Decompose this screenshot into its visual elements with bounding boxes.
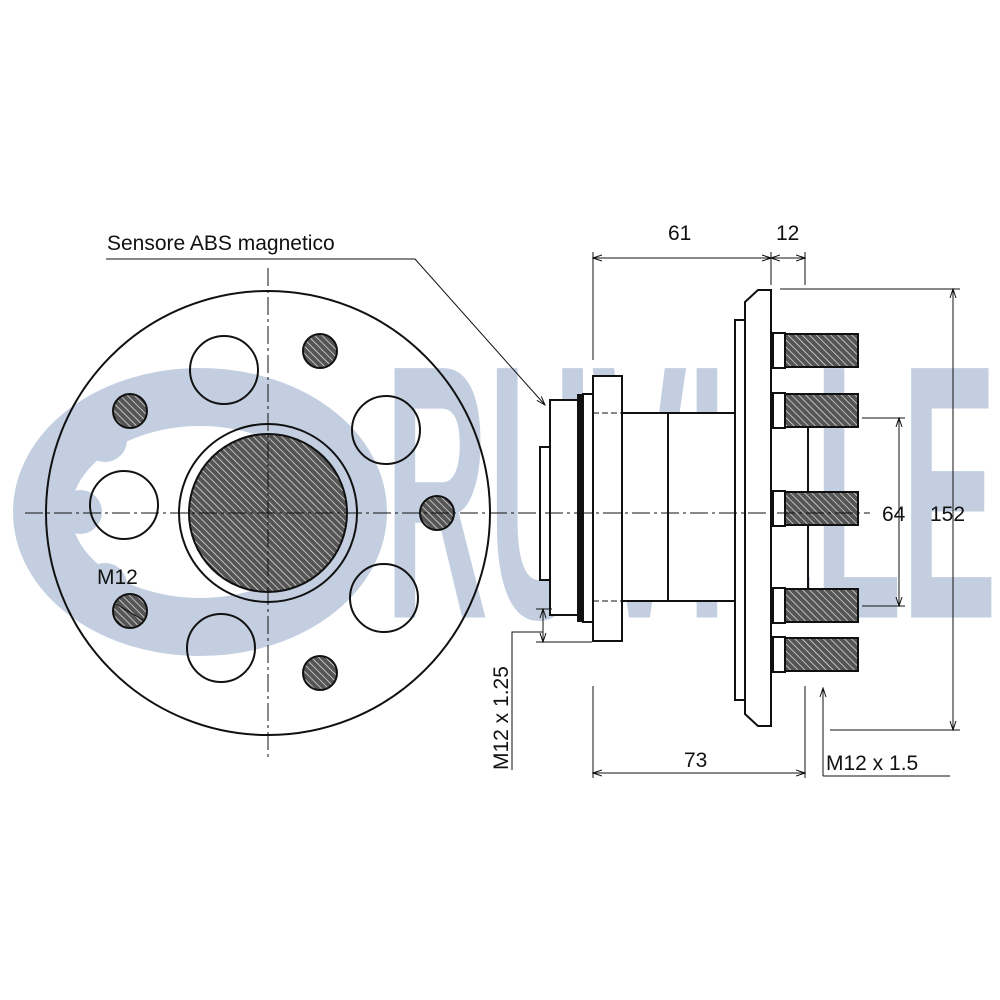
stud-thread-label: M12 x 1.5 [826,752,918,775]
stud-holes [112,333,455,691]
side-view [539,289,870,727]
wheel-studs [772,332,859,673]
wheel-holes [89,335,421,683]
dimensions: 61 12 73 64 152 M12 x 1.25 M12 x 1.5 [490,222,965,778]
stud-thread-front-label: M12 [97,566,138,589]
dim-flange-diameter: 152 [930,503,965,526]
abs-sensor-label: Sensore ABS magnetico [107,232,335,255]
abs-leader [106,258,545,405]
nut-thread-label: M12 x 1.25 [490,666,513,770]
dim-overall-length: 73 [684,749,707,772]
dim-flange-thickness: 12 [776,222,799,245]
front-view: M12 [25,268,545,760]
dim-hub-length: 61 [668,222,691,245]
dim-pilot-diameter: 64 [882,503,906,526]
